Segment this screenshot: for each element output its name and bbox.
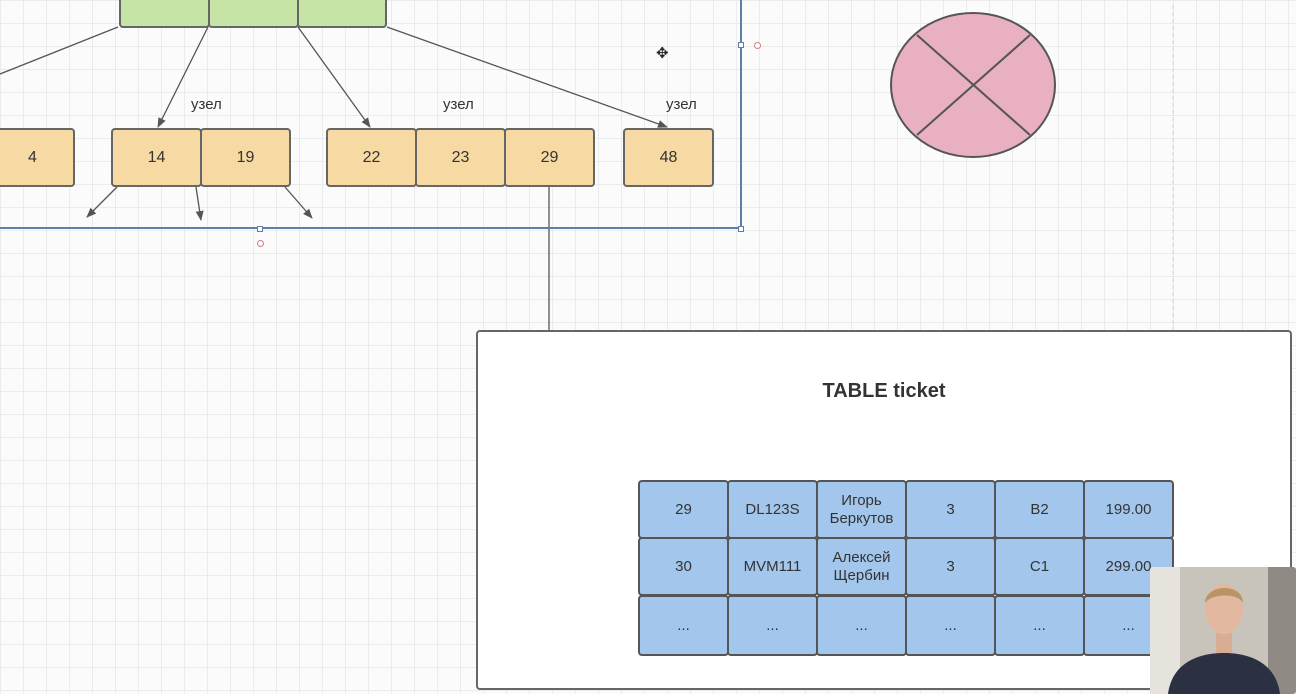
edge-root-to-node22	[297, 26, 371, 128]
webcam-overlay	[1150, 567, 1296, 694]
table-cell[interactable]: ...	[905, 595, 996, 656]
move-cursor-icon: ✥	[656, 45, 669, 62]
table-cell[interactable]: 3	[905, 537, 996, 596]
tree-node-22[interactable]: 22	[326, 128, 417, 187]
tree-node-23[interactable]: 23	[415, 128, 506, 187]
resize-handle-right[interactable]	[738, 42, 744, 48]
table-cell[interactable]: B2	[994, 480, 1085, 539]
tree-node-29[interactable]: 29	[504, 128, 595, 187]
rotate-handle-bottom[interactable]	[257, 240, 264, 247]
table-cell[interactable]: MVM111	[727, 537, 818, 596]
tree-node-14[interactable]: 14	[111, 128, 202, 187]
node-label: узел	[191, 96, 222, 113]
table-cell[interactable]: ...	[638, 595, 729, 656]
root-node-cell-3[interactable]	[297, 0, 387, 28]
table-cell[interactable]: 199.00	[1083, 480, 1174, 539]
edge-node14-mid	[195, 186, 204, 221]
table-cell[interactable]: Алексей Щербин	[816, 537, 907, 596]
tree-node-4[interactable]: 4	[0, 128, 75, 187]
table-cell[interactable]: 29	[638, 480, 729, 539]
rotate-handle-right[interactable]	[754, 42, 761, 49]
tree-node-48[interactable]: 48	[623, 128, 714, 187]
node-label: узел	[666, 96, 697, 113]
table-cell[interactable]: Игорь Беркутов	[816, 480, 907, 539]
edge-node14-left	[86, 186, 118, 218]
resize-handle-bottom[interactable]	[257, 226, 263, 232]
table-cell[interactable]: 3	[905, 480, 996, 539]
crossed-circle-icon	[890, 12, 1056, 158]
table-title: TABLE ticket	[822, 380, 946, 402]
edge-root-to-node14	[157, 26, 209, 128]
edge-root-to-left	[0, 26, 119, 75]
edge-node19-right	[284, 186, 313, 219]
node-label: узел	[443, 96, 474, 113]
resize-handle-corner[interactable]	[738, 226, 744, 232]
selection-frame[interactable]	[0, 0, 742, 229]
table-cell[interactable]: DL123S	[727, 480, 818, 539]
table-cell[interactable]: ...	[816, 595, 907, 656]
tree-node-19[interactable]: 19	[200, 128, 291, 187]
table-cell[interactable]: 30	[638, 537, 729, 596]
table-cell[interactable]: C1	[994, 537, 1085, 596]
edge-root-to-node48	[386, 26, 668, 128]
table-cell[interactable]: ...	[994, 595, 1085, 656]
root-node-cell-2[interactable]	[208, 0, 299, 28]
table-cell[interactable]: ...	[727, 595, 818, 656]
table-cell[interactable]: 299.00	[1083, 537, 1174, 596]
presenter-video	[1150, 567, 1296, 694]
